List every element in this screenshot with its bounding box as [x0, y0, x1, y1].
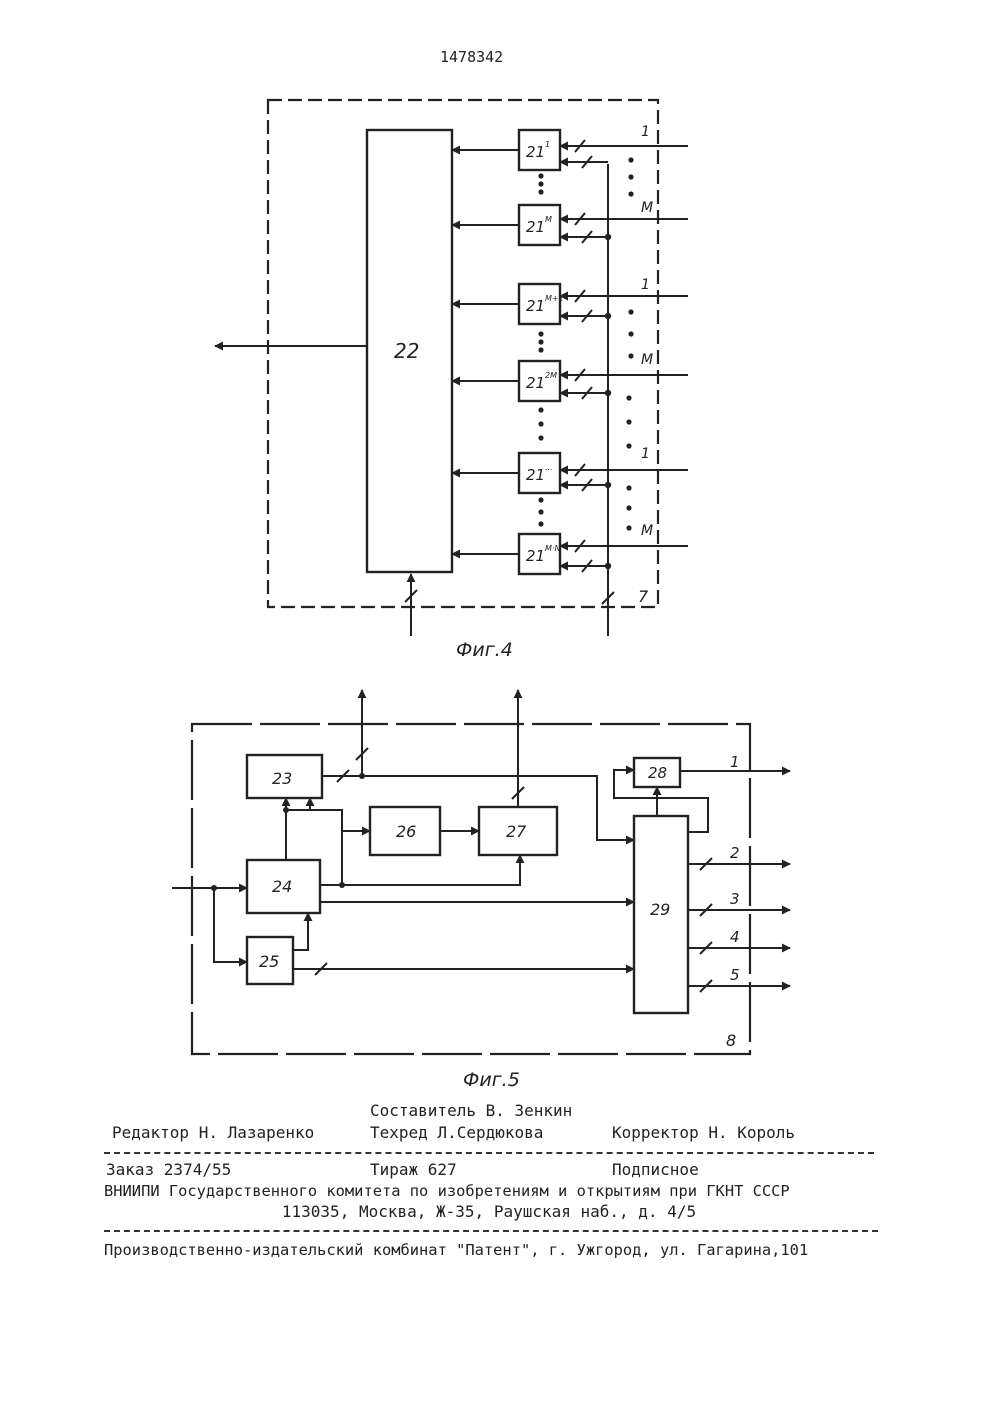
fig5-block-23-label: 23 [272, 769, 292, 788]
fig4-block-21-superscript: M·N [545, 544, 560, 553]
fig4-bus-junction [605, 482, 611, 488]
fig4-block-21-label: 21 [526, 547, 545, 565]
circulation-line: Тираж 627 [370, 1160, 457, 1179]
fig4-block-21-superscript: ... [545, 463, 553, 472]
colophon-divider [104, 1152, 874, 1154]
fig4-bus-junction [605, 234, 611, 240]
fig4-input-label: M [641, 200, 653, 216]
fig5-output-label: 3 [730, 890, 740, 908]
fig5-output-label: 1 [730, 753, 740, 771]
fig4-bus-junction [605, 313, 611, 319]
fig4-block-21-label: 21 [526, 297, 545, 315]
order-line: Заказ 2374/55 [106, 1160, 231, 1179]
fig4-caption: Фиг.4 [456, 639, 513, 661]
fig5-block-24-label: 24 [272, 877, 292, 896]
fig4-block-21-superscript: M [545, 215, 552, 224]
fig4-bus-junction [605, 563, 611, 569]
printer-line: Производственно-издательский комбинат "П… [104, 1241, 808, 1259]
fig5-block-29-label: 29 [650, 900, 670, 919]
fig4-diagram: 22 7 211121MM21M+11212MM21...121M·NM Фиг… [215, 100, 688, 661]
fig5-output-label: 2 [730, 844, 740, 862]
printer-divider [104, 1230, 878, 1232]
fig5-block-25-label: 25 [259, 952, 279, 971]
fig4-block-21-label: 21 [526, 374, 545, 392]
fig4-input-label: 1 [641, 446, 650, 462]
fig4-block-21-superscript: 2M [545, 371, 557, 380]
fig4-input-label: M [641, 352, 653, 368]
fig5-block-27-label: 27 [506, 822, 527, 841]
fig5-diagram: 8 23 24 25 26 27 28 29 [172, 690, 790, 1091]
fig5-caption: Фиг.5 [463, 1069, 520, 1091]
address-line: 113035, Москва, Ж-35, Раушская наб., д. … [104, 1202, 874, 1221]
fig4-frame-label: 7 [638, 587, 649, 606]
fig4-block-21-label: 21 [526, 143, 545, 161]
editor-line: Редактор Н. Лазаренко [112, 1123, 314, 1142]
organization-line: ВНИИПИ Государственного комитета по изоб… [104, 1182, 790, 1200]
techred-line: Техред Л.Сердюкова [370, 1123, 543, 1142]
fig4-block-21-superscript: 1 [545, 140, 550, 149]
fig4-bus-junction [605, 390, 611, 396]
fig4-block-22-label: 22 [394, 339, 419, 363]
fig5-output-label: 5 [730, 966, 740, 984]
fig4-frame [268, 100, 658, 607]
corrector-line: Корректор Н. Король [612, 1123, 795, 1142]
fig4-input-label: 1 [641, 277, 650, 293]
fig5-frame-label: 8 [726, 1031, 736, 1050]
subscription-line: Подписное [612, 1160, 699, 1179]
fig5-block-28-label: 28 [648, 764, 667, 782]
fig4-block-21-label: 21 [526, 218, 545, 236]
fig4-block-21-label: 21 [526, 466, 545, 484]
fig5-output-label: 4 [730, 928, 740, 946]
compiler-line: Составитель В. Зенкин [370, 1101, 572, 1120]
fig4-input-label: 1 [641, 124, 650, 140]
fig4-input-label: M [641, 523, 653, 539]
fig5-block-26-label: 26 [396, 822, 416, 841]
